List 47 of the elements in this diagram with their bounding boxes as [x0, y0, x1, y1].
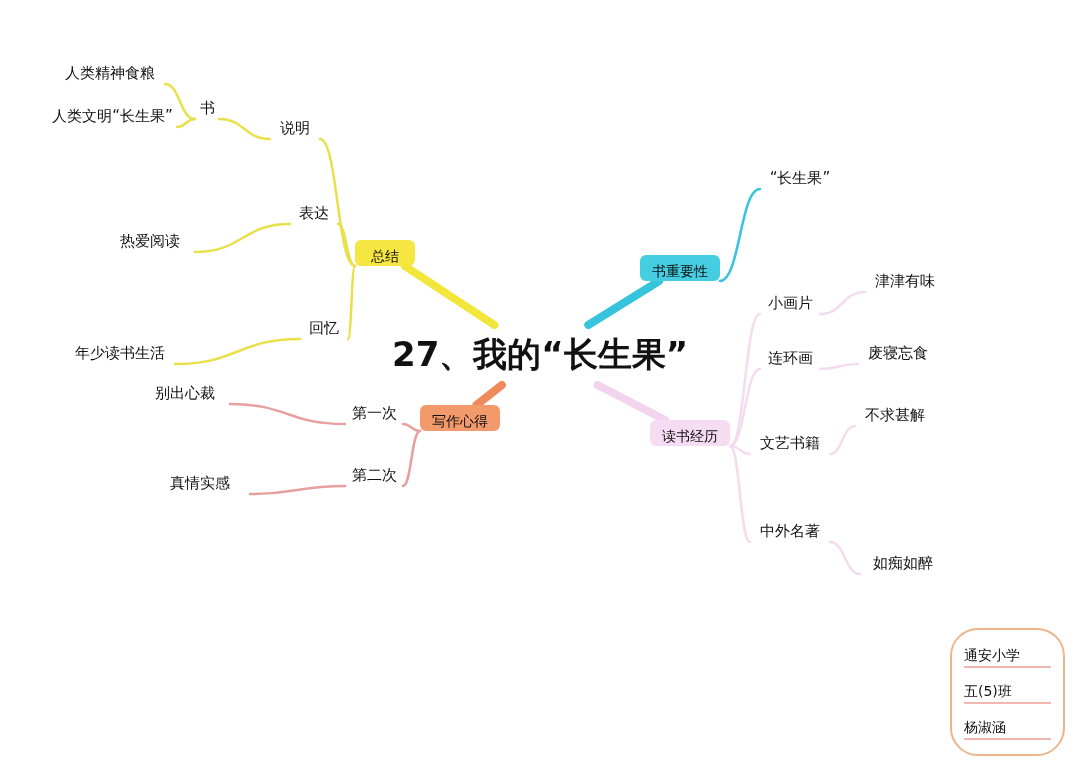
- branch-label: 真情实感: [150, 470, 250, 494]
- branch-line: [173, 337, 302, 366]
- branch-label: 年少读书生活: [65, 340, 175, 364]
- central-topic: 27、我的“长生果”: [370, 325, 710, 385]
- branch-line: [728, 444, 752, 544]
- branch-label: 文艺书籍: [750, 430, 830, 454]
- branch-label: 如痴如醉: [860, 550, 945, 574]
- branch-label: 表达: [290, 200, 338, 224]
- branch-label: 热爱阅读: [105, 228, 195, 252]
- branch-label: 废寝忘食: [858, 340, 938, 364]
- branch-line: [818, 362, 860, 371]
- branch-label: 说明: [270, 115, 320, 139]
- branch-label: 小画片: [760, 290, 820, 314]
- card-text: 五(5)班: [964, 680, 1051, 704]
- branch-line: [346, 264, 357, 341]
- card-text: 杨淑涵: [964, 716, 1051, 740]
- branch-label: 津津有味: [865, 268, 945, 292]
- branch-label: 别出心裁: [140, 380, 230, 404]
- branch-label: 人类精神食粮: [55, 60, 165, 84]
- branch-line: [818, 290, 867, 316]
- main-branch-label: 写作心得: [420, 405, 500, 431]
- branch-label: “长生果”: [760, 165, 840, 189]
- main-branch-label: 总结: [355, 240, 415, 266]
- branch-label: 人类文明“长生果”: [48, 103, 177, 127]
- main-branch-label: 读书经历: [650, 420, 730, 446]
- branch-line: [401, 422, 422, 433]
- branch-line: [718, 187, 762, 283]
- branch-label: 回忆: [300, 315, 348, 339]
- card-text: 通安小学: [964, 644, 1051, 668]
- branch-line: [728, 367, 762, 448]
- branch-line: [336, 222, 357, 268]
- branch-label: 第一次: [345, 400, 403, 424]
- branch-label: 不求甚解: [855, 402, 935, 426]
- branch-line: [228, 402, 347, 426]
- branch-label: 第二次: [345, 462, 403, 486]
- branch-line: [248, 484, 347, 496]
- cloud-card: [950, 628, 1065, 756]
- branch-label: 中外名著: [750, 518, 830, 542]
- branch-line: [828, 424, 857, 456]
- branch-line: [175, 117, 197, 129]
- branch-line: [401, 429, 422, 488]
- branch-label: 书: [195, 95, 219, 119]
- branch-line: [828, 540, 862, 576]
- branch-label: 连环画: [760, 345, 820, 369]
- branch-line: [217, 117, 272, 141]
- main-branch-label: 书重要性: [640, 255, 720, 281]
- branch-line: [193, 222, 292, 254]
